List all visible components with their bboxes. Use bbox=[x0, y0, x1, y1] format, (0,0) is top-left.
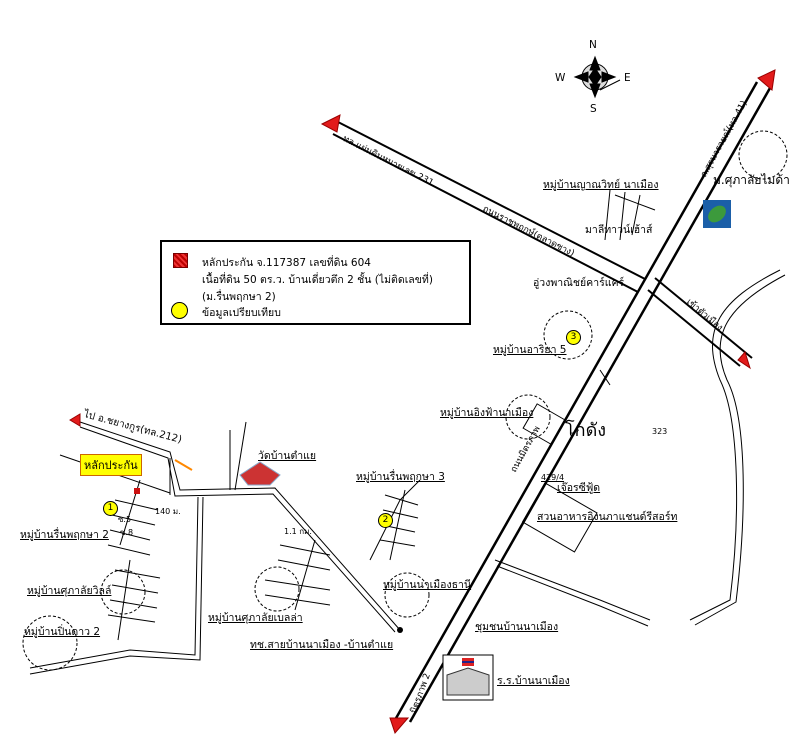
comparison-marker-1: 1 bbox=[103, 501, 118, 516]
label-soi-8: ซ.8 bbox=[120, 528, 134, 537]
legend-line2: เนื้อที่ดิน 50 ตร.ว. บ้านเดี่ยวตึก 2 ชั้… bbox=[202, 274, 433, 286]
label-community: ชุมชนบ้านนาเมือง bbox=[475, 621, 559, 633]
leaf-logo-icon bbox=[703, 200, 731, 228]
comparison-swatch bbox=[171, 302, 188, 319]
label-namuangthani: หมู่บ้านนาเมืองธานี bbox=[383, 579, 472, 591]
label-ingfah: หมู่บ้านอิงฟ้านาเมือง bbox=[440, 407, 534, 419]
label-malitown: มาลีทาวน์เฮ้าส์ bbox=[585, 224, 653, 236]
callout-pointer bbox=[174, 459, 193, 471]
label-4294: 429/4 bbox=[541, 473, 565, 482]
label-restaurant: สวนอาหารอิงนภาแชนด์รีสอร์ท bbox=[537, 511, 678, 523]
label-chirchifood: เจ๊อรซีฟู้ด bbox=[557, 482, 601, 494]
legend-line3: (ม.รื่นพฤกษา 2) bbox=[202, 291, 276, 303]
legend: หลักประกัน จ.117387 เลขที่ดิน 604 เนื้อท… bbox=[160, 240, 471, 325]
label-university: ม.ศุภาลัยไมด้า bbox=[713, 173, 790, 187]
comparison-marker-3: 3 bbox=[566, 330, 581, 345]
direction-arrows bbox=[69, 69, 776, 734]
road-hwy231 bbox=[332, 121, 646, 293]
collateral-callout: หลักประกัน bbox=[80, 454, 142, 476]
label-distance-140: 140 ม. bbox=[155, 507, 181, 516]
label-junction: ทช.สายบ้านนาเมือง -บ้านตำแย bbox=[250, 639, 394, 651]
legend-line1: หลักประกัน จ.117387 เลขที่ดิน 604 bbox=[202, 257, 371, 269]
compass-n: N bbox=[589, 39, 597, 51]
legend-comparison: ข้อมูลเปรียบเทียบ bbox=[202, 307, 281, 319]
label-carcare: อู่วงพาณิชย์คาร์แคร์ bbox=[533, 277, 625, 289]
arrow-south-icon bbox=[389, 717, 410, 734]
label-school: ร.ร.บ้านนาเมือง bbox=[497, 675, 570, 687]
label-ruen3: หมู่บ้านรื่นพฤกษา 3 bbox=[356, 471, 445, 483]
compass-icon bbox=[573, 55, 617, 99]
arrow-southeast-icon bbox=[737, 350, 751, 370]
label-temple: วัดบ้านตำแย bbox=[258, 450, 317, 462]
compass-s: S bbox=[590, 103, 597, 115]
label-yanawit: หมู่บ้านญาณวิทย์ นาเมือง bbox=[543, 179, 659, 191]
label-distance-1-1: 1.1 กม. bbox=[284, 527, 312, 536]
temple-icon bbox=[239, 461, 281, 486]
arrow-left-icon bbox=[69, 413, 81, 427]
compass-e: E bbox=[624, 72, 631, 84]
label-323: 323 bbox=[652, 427, 668, 436]
label-supalaibella: หมู่บ้านศุภาลัยเบลล่า bbox=[208, 612, 303, 624]
junction-dot bbox=[397, 627, 403, 633]
label-soi-5: ซ.5 bbox=[118, 515, 132, 524]
restaurant-outline bbox=[521, 482, 598, 553]
area-circles bbox=[22, 130, 788, 671]
collateral-swatch bbox=[173, 253, 188, 268]
arrow-northeast-icon bbox=[757, 69, 776, 91]
label-pintao: หมู่บ้านปิ่นดาว 2 bbox=[24, 626, 101, 638]
label-supalaiville: หมู่บ้านศุภาลัยวิลล์ bbox=[27, 585, 112, 597]
road-main bbox=[393, 81, 772, 723]
label-ariya: หมู่บ้านอาริยา 5 bbox=[493, 344, 567, 356]
arrow-west-icon bbox=[320, 114, 341, 133]
collateral-marker bbox=[134, 488, 140, 494]
local-roads bbox=[29, 79, 786, 675]
label-warehouse: โกดัง bbox=[565, 420, 607, 441]
road-to-city bbox=[647, 277, 753, 367]
school-icon bbox=[442, 654, 494, 701]
label-ruen2: หมู่บ้านรื่นพฤกษา 2 bbox=[20, 529, 109, 541]
compass-w: W bbox=[555, 72, 566, 84]
warehouse-outline bbox=[522, 403, 566, 445]
subdivision-streets bbox=[107, 189, 641, 641]
comparison-marker-2: 2 bbox=[378, 513, 393, 528]
